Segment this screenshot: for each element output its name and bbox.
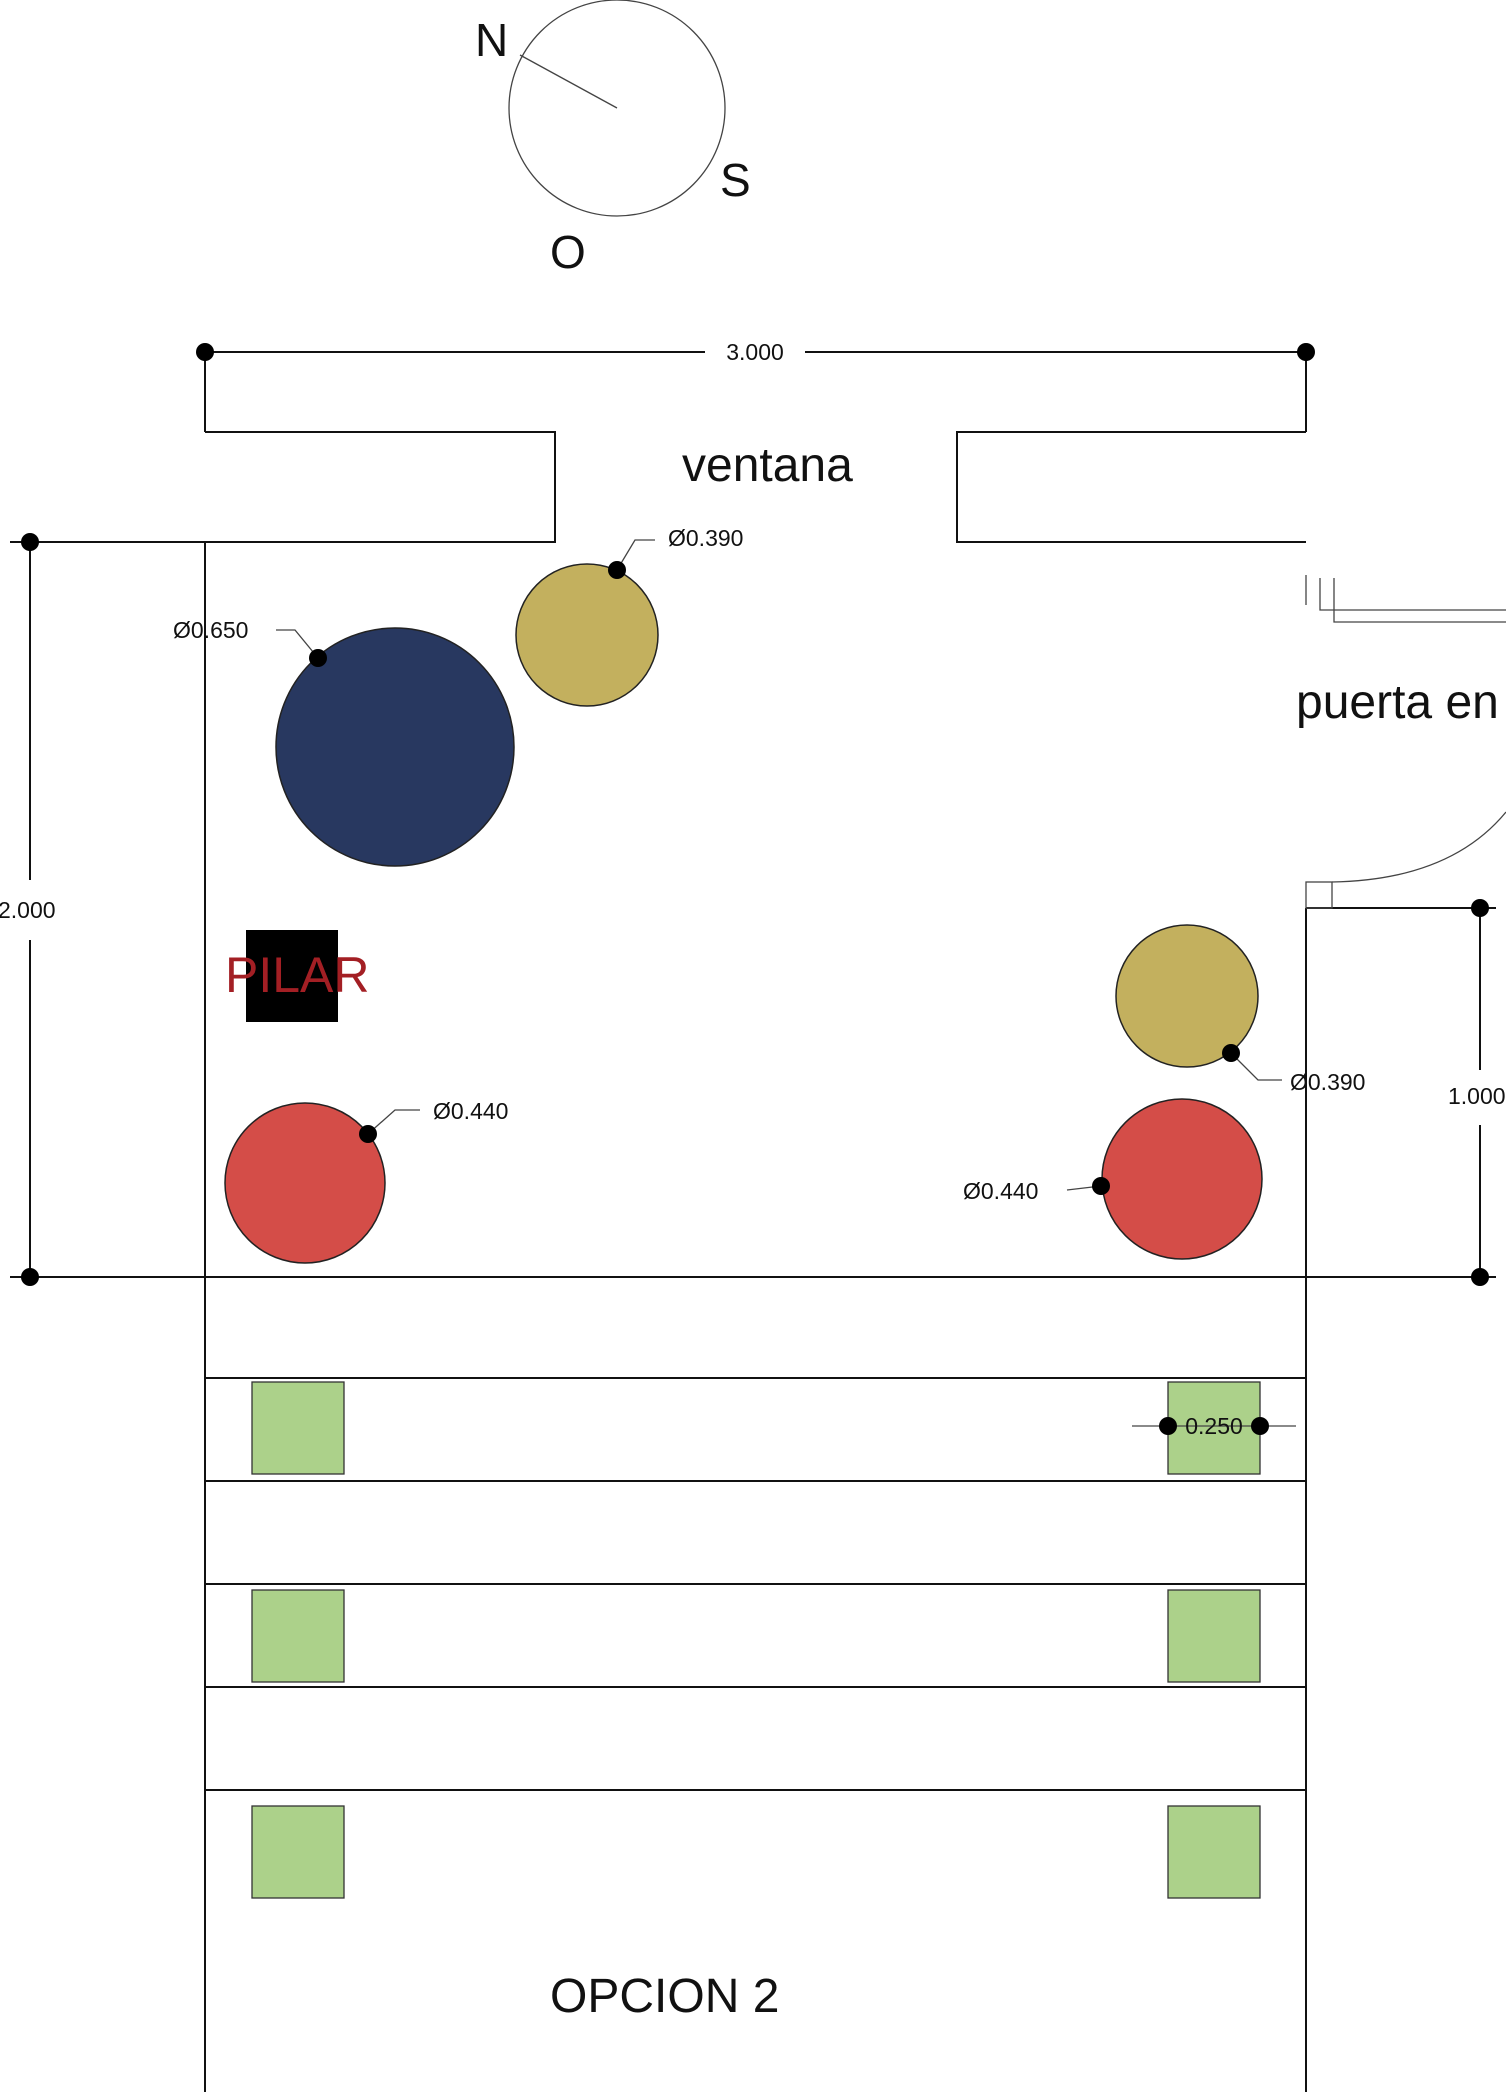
terrace: 0.250 OPCION 2	[204, 1277, 1307, 2092]
dimension-height-right-label: 1.000	[1448, 1083, 1506, 1109]
dimension-height-left: 2.000	[0, 533, 56, 1286]
table-gold-top-label: Ø0.390	[668, 525, 743, 551]
table-red-right-label: Ø0.440	[963, 1178, 1038, 1204]
planter	[251, 1381, 345, 1475]
compass-south: S	[720, 154, 751, 206]
table-gold-right-label: Ø0.390	[1290, 1069, 1365, 1095]
planter	[1167, 1589, 1261, 1683]
dimension-width-label: 3.000	[726, 339, 784, 365]
door-label: puerta en	[1296, 676, 1499, 729]
window-label: ventana	[682, 439, 853, 492]
planter	[251, 1589, 345, 1683]
dimension-height-right: 1.000	[1448, 899, 1506, 1286]
compass-needle	[519, 54, 618, 109]
table-red-left	[224, 1102, 386, 1264]
planter	[251, 1805, 345, 1899]
table-gold-top	[515, 563, 659, 707]
tables: Ø0.650 Ø0.390 Ø0.390 Ø0.440 Ø0.440	[173, 525, 1365, 1264]
compass-circle	[508, 0, 726, 217]
compass-north: N	[475, 14, 508, 66]
table-blue-label: Ø0.650	[173, 617, 248, 643]
pillar-block	[246, 930, 338, 1022]
option-title: OPCION 2	[550, 1970, 779, 2023]
dimension-height-left-label: 2.000	[0, 897, 56, 923]
pillar: PILAR	[225, 930, 370, 1022]
compass: N S O	[475, 0, 751, 278]
planter-dimension-label: 0.250	[1185, 1413, 1243, 1439]
planter	[1167, 1381, 1261, 1475]
planter	[1167, 1805, 1261, 1899]
table-blue	[275, 627, 515, 867]
table-gold-right	[1115, 924, 1259, 1068]
table-red-left-label: Ø0.440	[433, 1098, 508, 1124]
compass-west: O	[550, 226, 586, 278]
pillar-label: PILAR	[225, 947, 370, 1003]
walls: ventana	[10, 431, 1496, 1278]
door: puerta en	[1296, 575, 1506, 909]
table-red-right	[1101, 1098, 1263, 1260]
dimension-width: 3.000	[196, 339, 1315, 432]
